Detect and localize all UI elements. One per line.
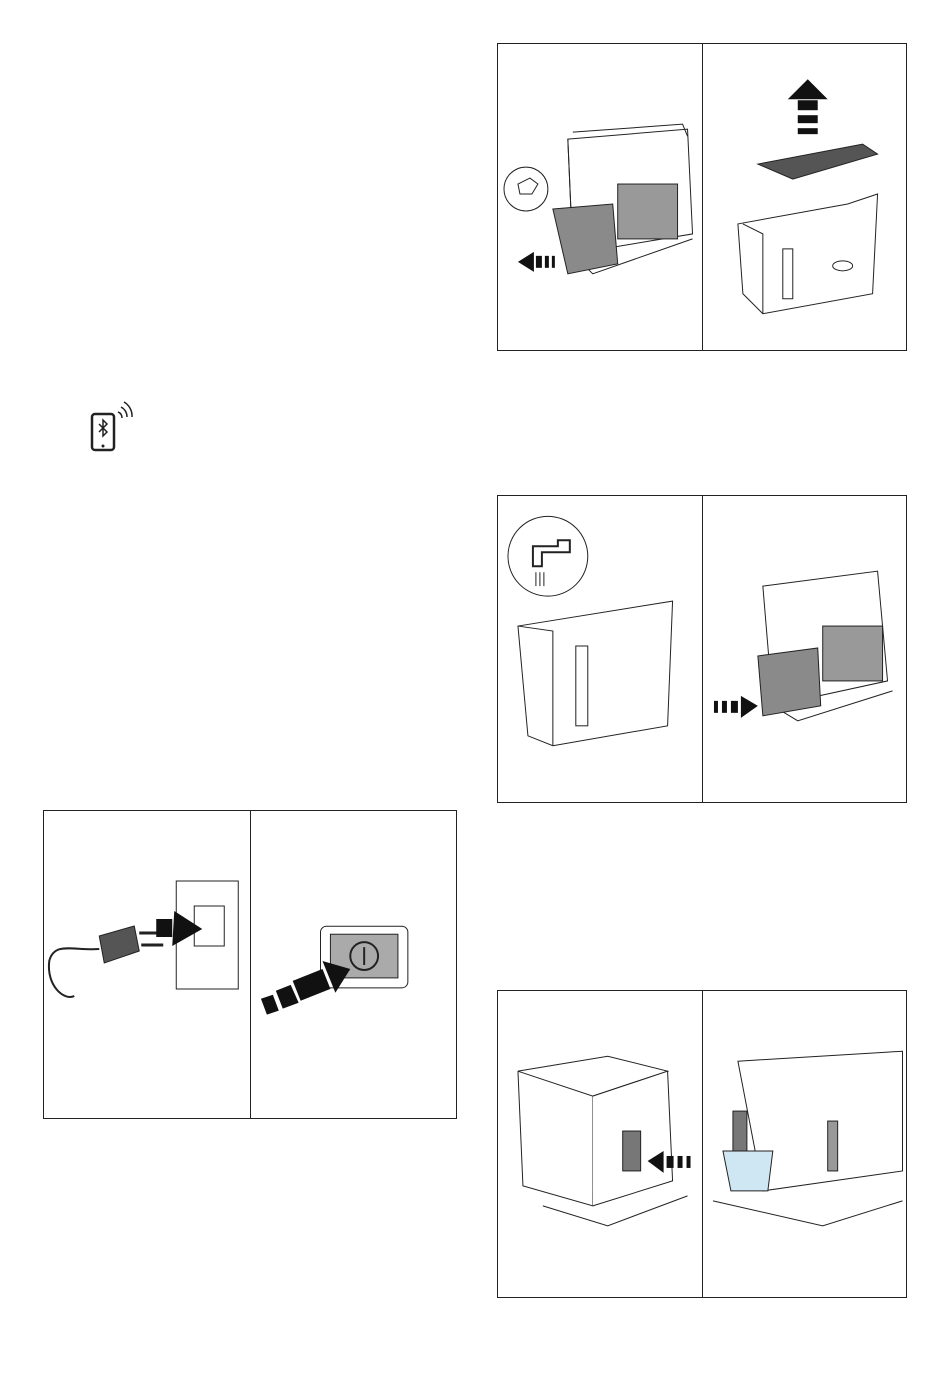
pour-jug-icon bbox=[503, 166, 549, 212]
power-plug-icon bbox=[48, 925, 164, 998]
bluetooth-phone-icon bbox=[90, 401, 133, 452]
figure-attach-hot-water-spout bbox=[498, 991, 702, 1297]
figure-panel-fill-tank bbox=[497, 495, 907, 803]
figure-plug-into-outlet bbox=[44, 811, 250, 1118]
figure-fill-tank-tap-water bbox=[498, 496, 702, 802]
arrow-left-icon bbox=[647, 1150, 691, 1173]
arrow-right-icon bbox=[713, 695, 758, 718]
arrow-right-icon bbox=[156, 911, 203, 946]
arrow-left-icon bbox=[517, 251, 555, 272]
figure-panel-hot-water bbox=[497, 990, 907, 1298]
figure-remove-water-tank bbox=[498, 44, 702, 350]
figure-panel-power bbox=[43, 810, 457, 1119]
figure-dispense-into-container bbox=[701, 991, 907, 1297]
figure-panel-remove-tank bbox=[497, 43, 907, 351]
figure-lift-tank-lid bbox=[701, 44, 907, 350]
arrow-right-icon bbox=[260, 961, 350, 1015]
water-tap-icon bbox=[507, 515, 589, 597]
arrow-up-icon bbox=[787, 79, 828, 135]
figure-press-power-button bbox=[249, 811, 457, 1118]
water-container-icon bbox=[721, 1150, 773, 1192]
figure-insert-water-tank bbox=[701, 496, 907, 802]
